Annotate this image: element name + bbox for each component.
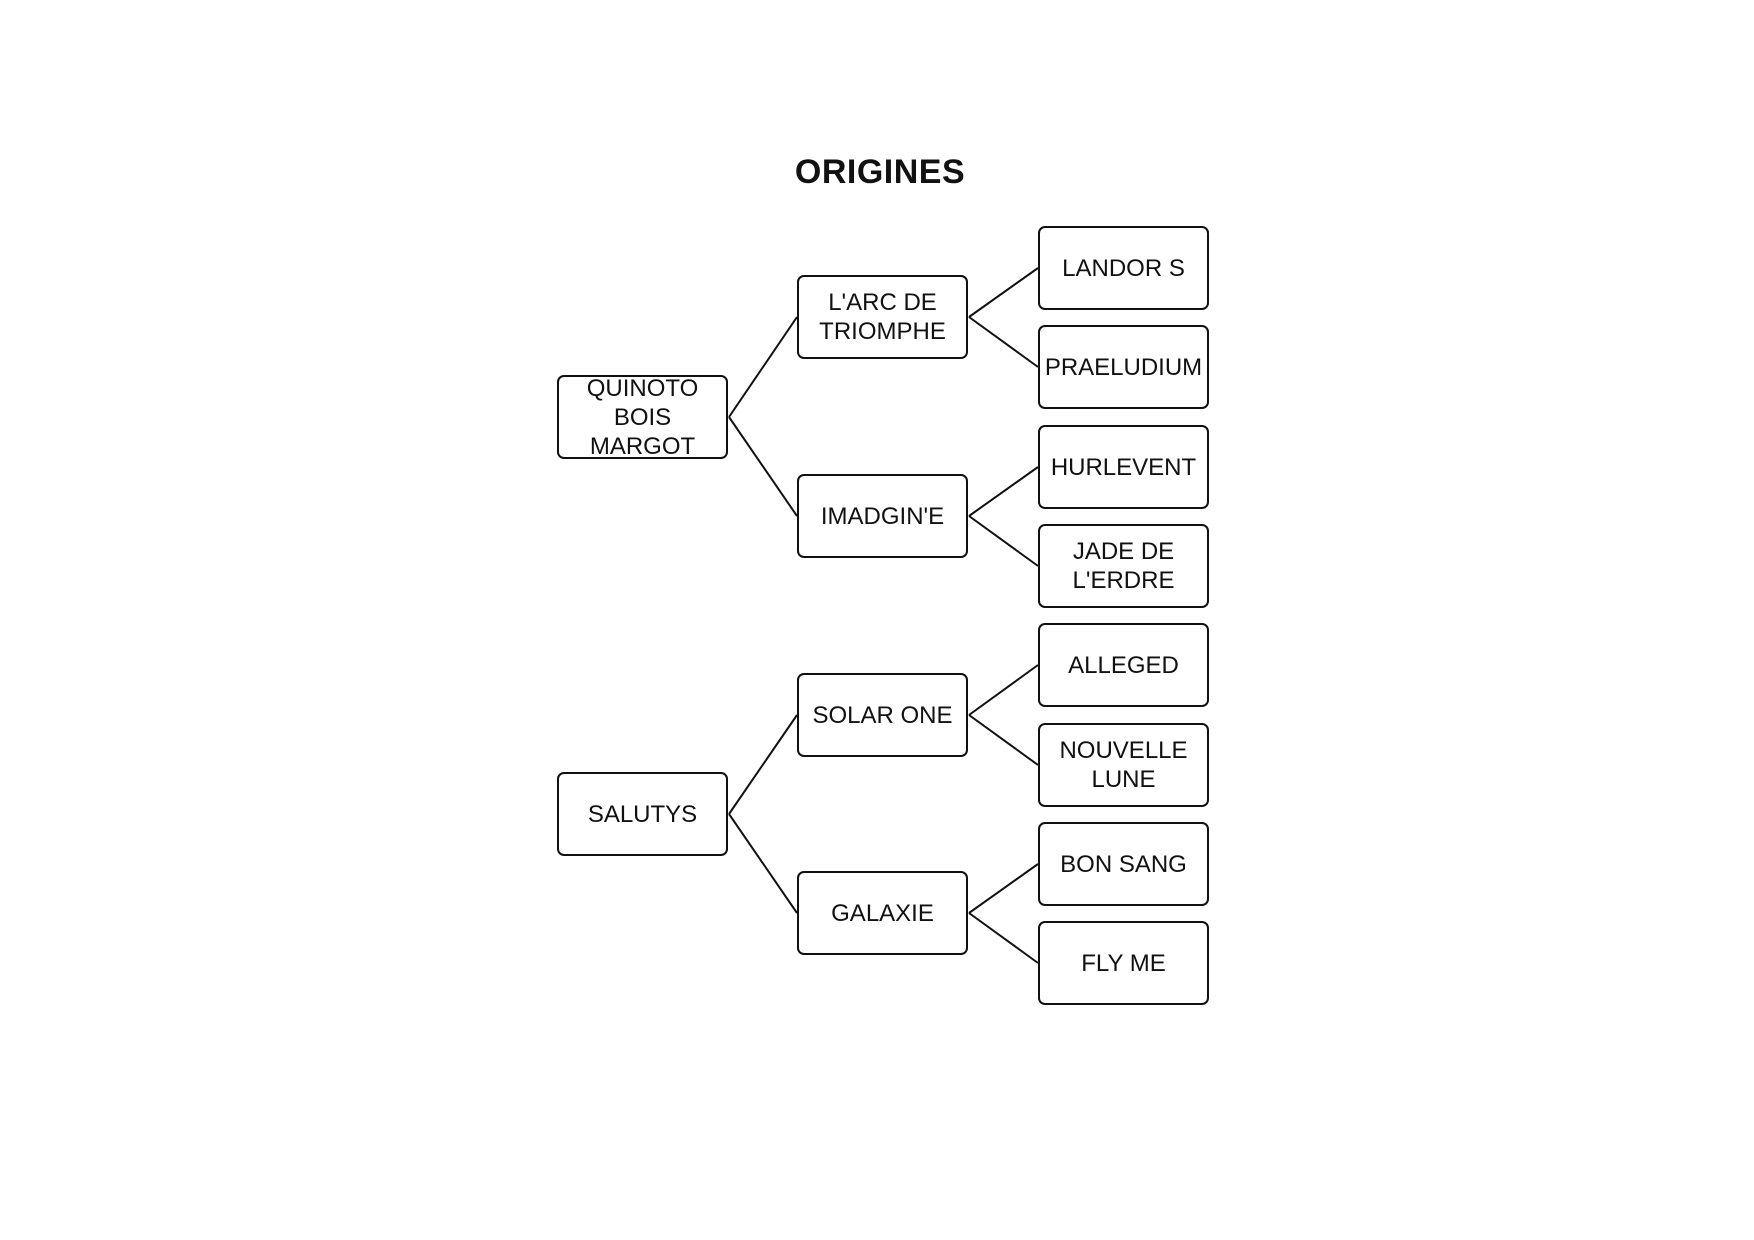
node-grand-jade-de-lerdre: JADE DE L'ERDRE: [1038, 524, 1209, 608]
node-grand-fly-me: FLY ME: [1038, 921, 1209, 1005]
node-grand-hurlevent: HURLEVENT: [1038, 425, 1209, 509]
node-parent-galaxie: GALAXIE: [797, 871, 968, 955]
edge-root1-parent2: [728, 416, 798, 517]
edge-root2-parent4: [728, 813, 798, 914]
node-parent-solar-one: SOLAR ONE: [797, 673, 968, 757]
node-grand-alleged: ALLEGED: [1038, 623, 1209, 707]
edge-root2-parent3: [728, 714, 798, 815]
edge-parent4-grand8: [968, 912, 1039, 964]
edge-parent3-grand6: [968, 714, 1039, 766]
diagram-title: ORIGINES: [794, 153, 966, 191]
node-parent-imadgine: IMADGIN'E: [797, 474, 968, 558]
edge-parent3-grand5: [968, 664, 1039, 716]
node-root-salutys: SALUTYS: [557, 772, 728, 856]
node-grand-bon-sang: BON SANG: [1038, 822, 1209, 906]
node-grand-nouvelle-lune: NOUVELLE LUNE: [1038, 723, 1209, 807]
edge-parent1-grand1: [968, 267, 1039, 318]
edge-root1-parent1: [728, 316, 798, 418]
edge-parent2-grand3: [968, 466, 1039, 517]
node-grand-praeludium: PRAELUDIUM: [1038, 325, 1209, 409]
edge-parent4-grand7: [968, 863, 1039, 914]
node-grand-landor-s: LANDOR S: [1038, 226, 1209, 310]
edge-parent1-grand2: [968, 316, 1039, 368]
edge-parent2-grand4: [968, 515, 1039, 567]
node-root-quinoto-bois-margot: QUINOTO BOIS MARGOT: [557, 375, 728, 460]
node-parent-arc-de-triomphe: L'ARC DE TRIOMPHE: [797, 275, 968, 359]
